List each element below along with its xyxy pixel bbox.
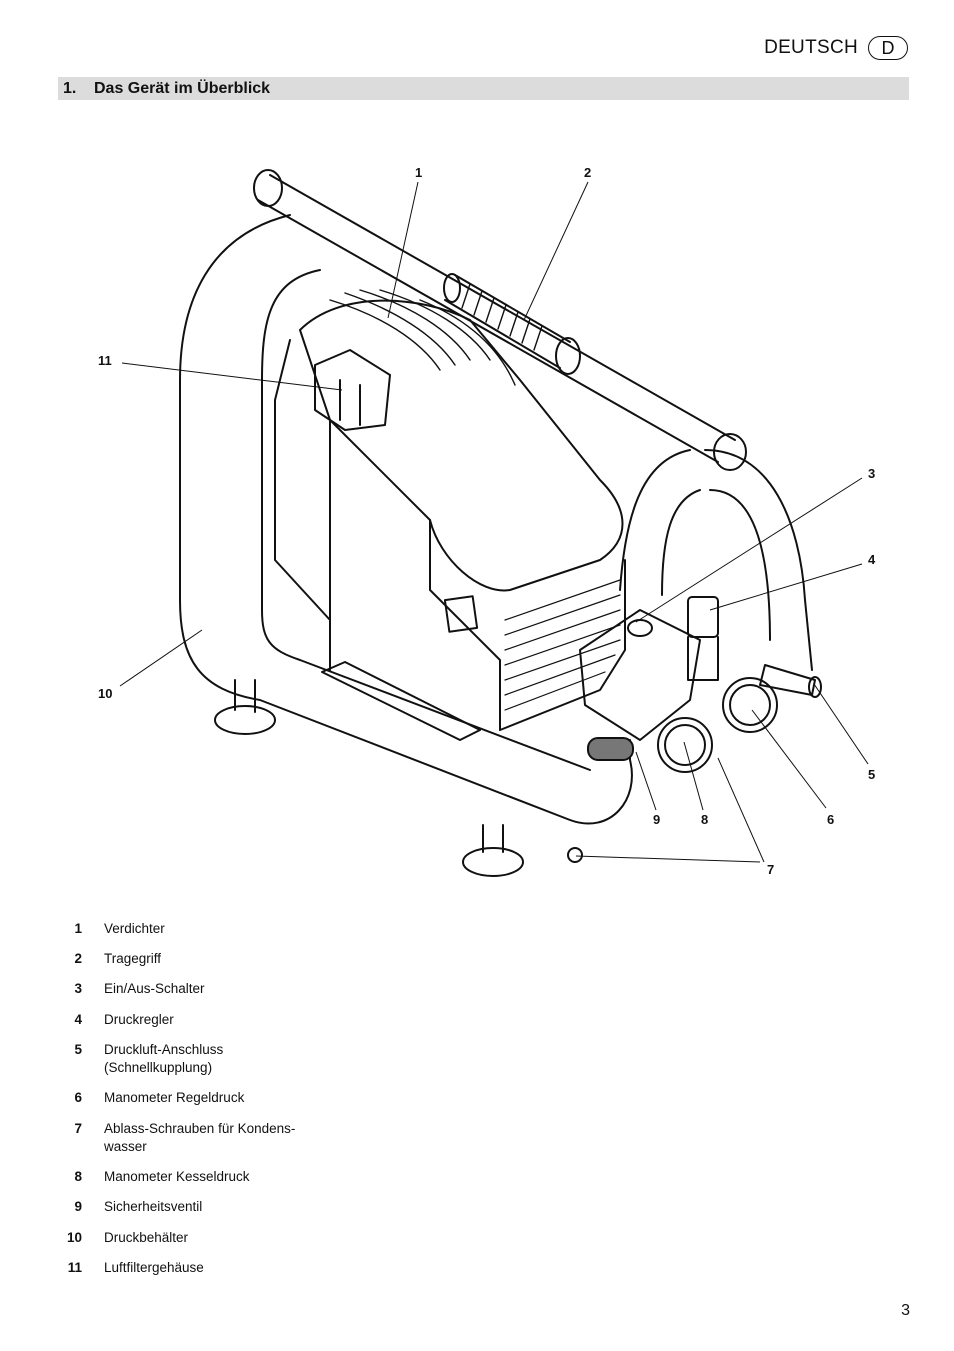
compressor-illustration (119, 169, 869, 877)
callout-7: 7 (767, 862, 775, 877)
legend-number: 4 (74, 1012, 82, 1027)
legend-text: Sicherheitsventil (104, 1199, 203, 1214)
legend-number: 3 (74, 981, 82, 996)
legend-item: 11 Luftfiltergehäuse (58, 1259, 334, 1277)
legend-item: 8 Manometer Kesseldruck (58, 1168, 334, 1186)
callout-3: 3 (868, 466, 876, 481)
callout-5: 5 (868, 767, 876, 782)
language-header: DEUTSCH D (764, 36, 908, 60)
language-label: DEUTSCH (764, 37, 858, 58)
legend-text: Verdichter (104, 921, 165, 936)
section-heading: 1. Das Gerät im Überblick (58, 77, 909, 100)
language-badge: D (868, 36, 908, 60)
legend-item: 4 Druckregler (58, 1011, 334, 1029)
legend-number: 2 (74, 951, 82, 966)
legend-number: 1 (74, 921, 82, 936)
section-number: 1. (63, 79, 77, 97)
callout-8: 8 (701, 812, 709, 827)
legend-item: 10 Druckbehälter (58, 1229, 334, 1247)
callout-1: 1 (415, 165, 423, 180)
legend-text: Druckluft-Anschluss (Schnellkupplung) (104, 1042, 224, 1075)
legend-text: Manometer Kesseldruck (104, 1169, 250, 1184)
legend-number: 10 (66, 1230, 82, 1245)
legend-text: Druckbehälter (104, 1230, 189, 1245)
legend-text: Druckregler (104, 1012, 174, 1027)
page-number: 3 (901, 1302, 910, 1319)
legend-item: 7 Ablass-Schrauben für Kondens-wasser (58, 1120, 319, 1156)
callout-11: 11 (98, 353, 112, 368)
legend-item: 6 Manometer Regeldruck (58, 1089, 334, 1107)
callout-6: 6 (827, 812, 835, 827)
legend-item: 9 Sicherheitsventil (58, 1198, 334, 1216)
callout-9: 9 (653, 812, 661, 827)
legend-number: 8 (74, 1169, 82, 1184)
legend-number: 7 (74, 1121, 82, 1136)
section-title: Das Gerät im Überblick (94, 79, 271, 97)
legend-item: 2 Tragegriff (58, 950, 334, 968)
legend-text: Ablass-Schrauben für Kondens-wasser (104, 1121, 296, 1154)
legend-text: Ein/Aus-Schalter (104, 981, 205, 996)
legend-number: 11 (67, 1260, 82, 1275)
callout-4: 4 (868, 552, 876, 567)
callout-10: 10 (98, 686, 113, 701)
legend-number: 9 (74, 1199, 82, 1214)
legend-item: 1 Verdichter (58, 920, 334, 938)
legend-text: Luftfiltergehäuse (104, 1260, 204, 1275)
callout-2: 2 (584, 165, 592, 180)
legend-text: Manometer Regeldruck (104, 1090, 245, 1105)
legend-text: Tragegriff (104, 951, 162, 966)
legend-item: 3 Ein/Aus-Schalter (58, 980, 334, 998)
legend-item: 5 Druckluft-Anschluss (Schnellkupplung) (58, 1041, 334, 1077)
legend-number: 5 (74, 1042, 82, 1057)
legend-number: 6 (74, 1090, 82, 1105)
